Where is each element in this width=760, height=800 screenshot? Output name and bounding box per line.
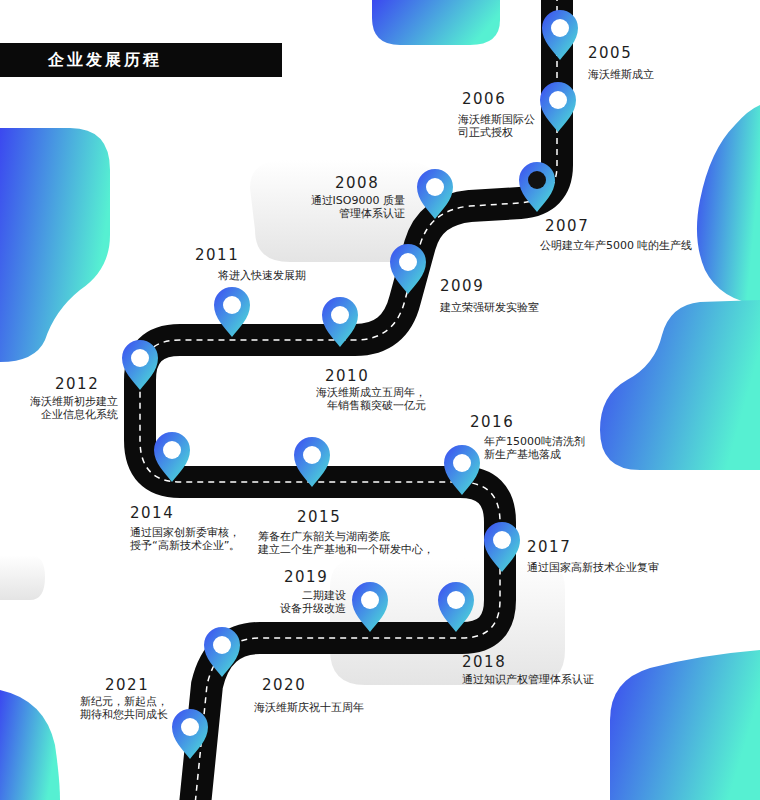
year-label: 2016 (470, 413, 514, 431)
blob (0, 690, 60, 800)
milestone-text: 海沃维斯国际公 司正式授权 (458, 113, 538, 139)
pin (438, 582, 474, 632)
pin (214, 287, 250, 337)
pin (204, 627, 240, 677)
milestone-text: 建立荣强研发实验室 (440, 301, 539, 314)
grey-clouds (0, 160, 565, 685)
blob (0, 128, 110, 362)
blob (610, 650, 760, 800)
year-label: 2020 (262, 676, 306, 694)
milestone-text: 通过国家创新委审核， 授予“高新技术企业”。 (130, 526, 246, 552)
map-pins (122, 10, 578, 759)
year-label: 2017 (527, 538, 571, 556)
pin (484, 522, 520, 572)
milestone-text: 通过ISO9000 质量 管理体系认证 (301, 194, 405, 220)
milestone-text: 筹备在广东韶关与湖南娄底 建立二个生产基地和一个研发中心， (258, 530, 428, 556)
title: 企业发展历程 (48, 49, 162, 71)
year-label: 2018 (462, 653, 506, 671)
cloud (330, 558, 565, 685)
milestone-text: 通过国家高新技术企业复审 (527, 561, 659, 574)
title-bar: 企业发展历程 (0, 43, 282, 77)
pin (122, 340, 158, 390)
year-label: 2009 (440, 277, 484, 295)
year-label: 2019 (284, 568, 328, 586)
pin (294, 437, 330, 487)
pin (352, 582, 388, 632)
year-label: 2014 (130, 504, 174, 522)
milestone-text: 将进入快速发展期 (218, 269, 306, 282)
pin (519, 162, 555, 212)
year-label: 2012 (55, 375, 99, 393)
blob (372, 0, 500, 45)
milestone-text: 海沃维斯成立五周年， 年销售额突破一亿元 (312, 386, 426, 412)
pin (322, 297, 358, 347)
pin (390, 244, 426, 294)
pin (172, 709, 208, 759)
year-label: 2007 (545, 217, 589, 235)
blob (697, 105, 760, 305)
milestone-text: 新纪元，新起点， 期待和您共同成长 (76, 695, 168, 721)
year-label: 2010 (325, 367, 369, 385)
year-label: 2005 (588, 44, 632, 62)
milestone-text: 二期建设 设备升级改造 (276, 589, 346, 615)
pin (444, 445, 480, 495)
pin (540, 82, 576, 132)
milestone-text: 海沃维斯成立 (588, 68, 654, 81)
milestone-text: 海沃维斯庆祝十五周年 (254, 701, 364, 714)
milestone-text: 海沃维斯初步建立 企业信息化系统 (26, 395, 118, 421)
year-label: 2006 (462, 90, 506, 108)
pin (542, 10, 578, 60)
milestone-text: 通过知识产权管理体系认证 (462, 673, 594, 686)
blob (600, 300, 760, 470)
year-label: 2015 (297, 508, 341, 526)
pin (417, 169, 453, 219)
year-label: 2008 (335, 174, 379, 192)
year-label: 2011 (195, 246, 239, 264)
pin (154, 432, 190, 482)
milestone-text: 公明建立年产5000 吨的生产线 (540, 239, 693, 252)
year-label: 2021 (105, 676, 149, 694)
cloud (0, 555, 45, 600)
milestone-text: 年产15000吨清洗剂 新生产基地落成 (484, 435, 590, 461)
